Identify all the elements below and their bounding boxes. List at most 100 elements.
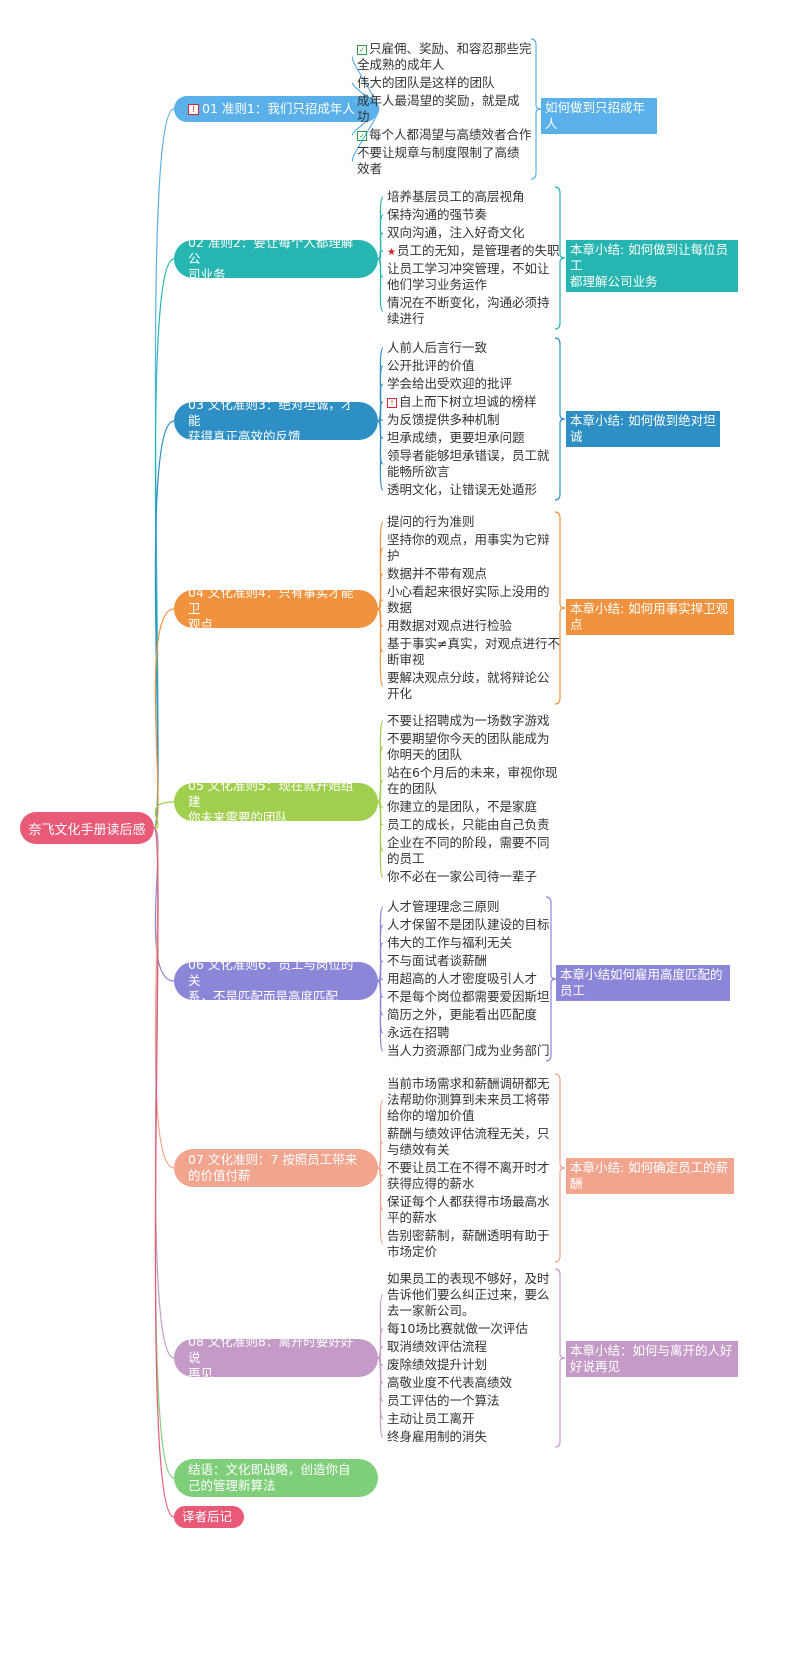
leaf-item[interactable]: 让员工学习冲突管理，不如让他们学习业务运作 (387, 261, 550, 293)
leaf-item[interactable]: 用超高的人才密度吸引人才 (387, 971, 537, 987)
leaf-item[interactable]: 薪酬与绩效评估流程无关，只与绩效有关 (387, 1126, 550, 1158)
leaf-line: 取消绩效评估流程 (387, 1339, 487, 1355)
leaf-item[interactable]: 员工评估的一个算法 (387, 1393, 500, 1409)
leaf-item[interactable]: 永远在招聘 (387, 1025, 450, 1041)
leaf-item[interactable]: 保持沟通的强节奏 (387, 207, 487, 223)
leaf-text: 续进行 (387, 311, 425, 326)
topic-node-9[interactable]: 结语：文化即战略，创造你自己的管理新算法 (174, 1459, 378, 1497)
leaf-item[interactable]: 情况在不断变化，沟通必须持续进行 (387, 295, 550, 327)
leaf-text: 当人力资源部门成为业务部门 (387, 1043, 550, 1058)
leaf-item[interactable]: 不要让招聘成为一场数字游戏 (387, 713, 550, 729)
leaf-text: 用超高的人才密度吸引人才 (387, 971, 538, 986)
topic-node-1[interactable]: !01 准则1：我们只招成年人 (174, 96, 378, 122)
leaf-item[interactable]: 坦承成绩，更要坦承问题 (387, 430, 525, 446)
leaf-text: 提问的行为准则 (387, 514, 475, 529)
summary-brace (554, 511, 566, 705)
leaf-item[interactable]: 提问的行为准则 (387, 514, 475, 530)
topic-node-7[interactable]: 07 文化准则：7 按照员工带来的价值付薪 (174, 1149, 378, 1187)
leaf-item[interactable]: 双向沟通，注入好奇文化 (387, 225, 525, 241)
leaf-item[interactable]: !自上而下树立坦诚的榜样 (387, 394, 537, 410)
leaf-item[interactable]: 简历之外，更能看出匹配度 (387, 1007, 537, 1023)
leaf-item[interactable]: 人才保留不是团队建设的目标 (387, 917, 550, 933)
leaf-item[interactable]: 不与面试者谈薪酬 (387, 953, 487, 969)
leaf-line: 不要期望你今天的团队能成为 (387, 731, 550, 747)
leaf-item[interactable]: 用数据对观点进行检验 (387, 618, 512, 634)
topic-node-3[interactable]: 03 文化准则3：绝对坦诚，才能获得真正高效的反馈 (174, 397, 378, 444)
leaf-item[interactable]: ★员工的无知，是管理者的失职 (387, 243, 559, 261)
leaf-item[interactable]: 主动让员工离开 (387, 1411, 475, 1427)
leaf-item[interactable]: ✓每个人都渴望与高绩效者合作 (357, 127, 532, 143)
leaf-item[interactable]: 不是每个岗位都需要爱因斯坦 (387, 989, 550, 1005)
summary-box[interactable]: 本章小结如何雇用高度匹配的员工 (556, 965, 730, 1001)
leaf-item[interactable]: 站在6个月后的未来，审视你现在的团队 (387, 765, 557, 797)
leaf-item[interactable]: 当前市场需求和薪酬调研都无法帮助你测算到未来员工将带给你的增加价值 (387, 1076, 550, 1124)
topic-node-2[interactable]: 02 准则2：要让每个人都理解公司业务 (174, 235, 378, 282)
leaf-item[interactable]: 告别密薪制，薪酬透明有助于市场定价 (387, 1228, 550, 1260)
leaf-item[interactable]: 成年人最渴望的奖励，就是成功 (357, 93, 520, 125)
topic-node-6[interactable]: 06 文化准则6：员工与岗位的关系，不是匹配而是高度匹配 (174, 957, 378, 1004)
leaf-item[interactable]: 你建立的是团队，不是家庭 (387, 799, 537, 815)
leaf-item[interactable]: 终身雇用制的消失 (387, 1429, 487, 1445)
leaf-item[interactable]: 企业在不同的阶段，需要不同的员工 (387, 835, 550, 867)
leaf-text: 的员工 (387, 851, 425, 866)
summary-box[interactable]: 本章小结: 如何确定员工的薪酬 (566, 1158, 734, 1194)
leaf-item[interactable]: 员工的成长，只能由自己负责 (387, 817, 550, 833)
leaf-line: 在的团队 (387, 781, 557, 797)
leaf-item[interactable]: 透明文化，让错误无处遁形 (387, 482, 537, 498)
leaf-line: 当人力资源部门成为业务部门 (387, 1043, 550, 1059)
leaf-item[interactable]: 培养基层员工的高层视角 (387, 189, 525, 205)
leaf-item[interactable]: 如果员工的表现不够好，及时告诉他们要么纠正过来，要么去一家新公司。 (387, 1271, 550, 1319)
leaf-text: 领导者能够坦承错误，员工就 (387, 448, 550, 463)
summary-box[interactable]: 本章小结: 如何用事实捍卫观点 (566, 599, 734, 635)
leaf-line: 不是每个岗位都需要爱因斯坦 (387, 989, 550, 1005)
leaf-item[interactable]: 公开批评的价值 (387, 358, 475, 374)
leaf-item[interactable]: 伟大的工作与福利无关 (387, 935, 512, 951)
leaf-item[interactable]: 领导者能够坦承错误，员工就能畅所欲言 (387, 448, 550, 480)
summary-box[interactable]: 本章小结: 如何做到让每位员工都理解公司业务 (566, 240, 738, 292)
leaf-line: 你不必在一家公司待一辈子 (387, 869, 537, 885)
leaf-item[interactable]: 人前人后言行一致 (387, 340, 487, 356)
leaf-item[interactable]: 小心看起来很好实际上没用的数据 (387, 584, 550, 616)
summary-line: 本章小结: 如何用事实捍卫观点 (570, 601, 729, 632)
leaf-item[interactable]: 不要让规章与制度限制了高绩效者 (357, 145, 520, 177)
leaf-item[interactable]: 数据并不带有观点 (387, 566, 487, 582)
leaf-item[interactable]: ✓只雇佣、奖励、和容忍那些完全成熟的成年人 (357, 41, 532, 73)
topic-node-5[interactable]: 05 文化准则5：现在就开始组建你未来需要的团队 (174, 778, 378, 825)
leaf-item[interactable]: 伟大的团队是这样的团队 (357, 75, 495, 91)
root-node[interactable]: 奈飞文化手册读后感 (20, 812, 154, 844)
leaf-item[interactable]: 不要期望你今天的团队能成为你明天的团队 (387, 731, 550, 763)
leaf-item[interactable]: 取消绩效评估流程 (387, 1339, 487, 1355)
leaf-text: 坦承成绩，更要坦承问题 (387, 430, 525, 445)
leaf-line: 小心看起来很好实际上没用的 (387, 584, 550, 600)
leaf-item[interactable]: 坚持你的观点，用事实为它辩护 (387, 532, 550, 564)
leaf-item[interactable]: 当人力资源部门成为业务部门 (387, 1043, 550, 1059)
leaf-line: 的员工 (387, 851, 550, 867)
leaf-line: 主动让员工离开 (387, 1411, 475, 1427)
leaf-item[interactable]: 为反馈提供多种机制 (387, 412, 500, 428)
topic-node-8[interactable]: 08 文化准则8：离开时要好好说再见 (174, 1334, 378, 1381)
leaf-item[interactable]: 不要让员工在不得不离开时才获得应得的薪水 (387, 1160, 550, 1192)
leaf-item[interactable]: 你不必在一家公司待一辈子 (387, 869, 537, 885)
leaf-line: 领导者能够坦承错误，员工就 (387, 448, 550, 464)
leaf-item[interactable]: 人才管理理念三原则 (387, 899, 500, 915)
topic-node-10[interactable]: 译者后记 (174, 1506, 244, 1528)
leaf-item[interactable]: 废除绩效提升计划 (387, 1357, 487, 1373)
leaf-line: 企业在不同的阶段，需要不同 (387, 835, 550, 851)
topic-label-line: 观点 (188, 617, 214, 632)
leaf-line: 告诉他们要么纠正过来，要么 (387, 1287, 550, 1303)
leaf-text: 废除绩效提升计划 (387, 1357, 488, 1372)
topic-node-4[interactable]: 04 文化准则4：只有事实才能卫观点 (174, 585, 378, 632)
leaf-line: 护 (387, 548, 550, 564)
leaf-item[interactable]: 每10场比赛就做一次评估 (387, 1321, 528, 1337)
leaf-line: 员工的成长，只能由自己负责 (387, 817, 550, 833)
leaf-item[interactable]: 保证每个人都获得市场最高水平的薪水 (387, 1194, 550, 1226)
leaf-item[interactable]: 学会给出受欢迎的批评 (387, 376, 512, 392)
summary-box[interactable]: 如何做到只招成年人 (541, 98, 657, 134)
summary-box[interactable]: 本章小结: 如何做到绝对坦诚 (566, 411, 720, 447)
leaf-item[interactable]: 要解决观点分歧，就将辩论公开化 (387, 670, 550, 702)
leaf-item[interactable]: 高敬业度不代表高绩效 (387, 1375, 512, 1391)
summary-box[interactable]: 本章小结：如何与离开的人好好说再见 (566, 1341, 738, 1377)
leaf-line: 去一家新公司。 (387, 1303, 550, 1319)
leaf-line: 不要让规章与制度限制了高绩 (357, 145, 520, 161)
leaf-item[interactable]: 基于事实≠真实，对观点进行不断审视 (387, 636, 560, 668)
